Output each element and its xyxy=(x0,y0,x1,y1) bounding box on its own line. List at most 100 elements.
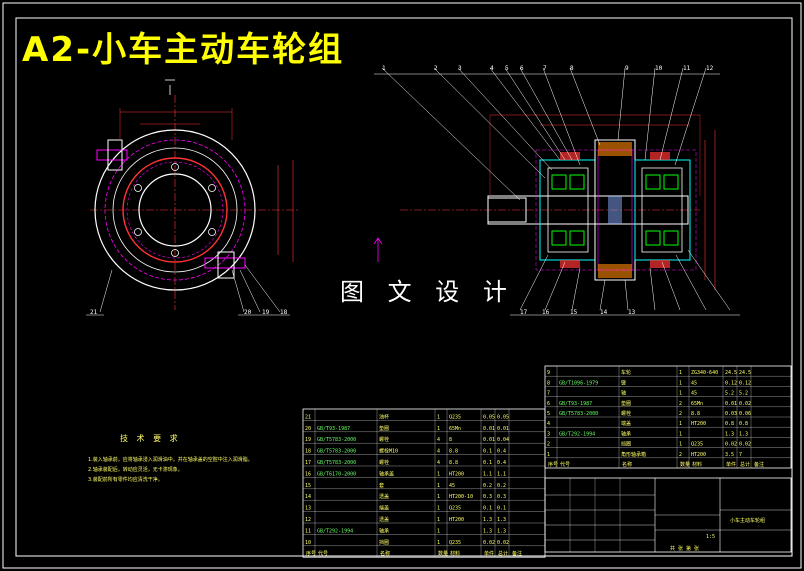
table-cell: 1 xyxy=(437,517,440,523)
table-cell: 1.3 xyxy=(483,517,492,523)
table-cell: 2 xyxy=(679,411,682,417)
table-cell: 轴承盖 xyxy=(379,470,394,477)
table-cell: 0.03 xyxy=(725,411,737,417)
table-header: 数量 xyxy=(438,550,448,557)
table-cell: 5.2 xyxy=(739,391,748,397)
balloon-label: 6 xyxy=(520,65,524,72)
table-cell: 0.2 xyxy=(483,483,492,489)
table-cell: 1 xyxy=(679,431,682,437)
table-header: 序号 xyxy=(548,461,558,468)
table-cell: 6 xyxy=(547,401,550,407)
table-cell: 0.05 xyxy=(483,414,495,420)
table-cell: 螺栓 xyxy=(379,436,389,443)
table-cell: 车轮 xyxy=(621,369,631,376)
table-header: 名称 xyxy=(380,550,390,557)
table-cell: 9 xyxy=(547,370,550,376)
notes-heading: 技 术 要 求 xyxy=(120,434,181,443)
table-cell: 1 xyxy=(437,414,440,420)
table-cell: 1 xyxy=(547,452,550,458)
balloon-label: 11 xyxy=(683,65,691,72)
table-cell: 13 xyxy=(305,506,311,512)
table-cell: GB/T292-1994 xyxy=(559,431,595,437)
balloon-label: 13 xyxy=(628,309,636,316)
table-cell: 1 xyxy=(679,391,682,397)
table-cell: GB/T93-1987 xyxy=(317,426,350,432)
table-cell: 10 xyxy=(305,540,311,546)
table-cell: ZG340-640 xyxy=(691,370,718,376)
table-cell: 1.1 xyxy=(483,471,492,477)
table-cell: 17 xyxy=(305,460,311,466)
table-cell: 4 xyxy=(437,437,440,443)
note-line: 2.轴承装配后，转动应灵活，无卡滞现象。 xyxy=(88,467,183,473)
table-cell: 8 xyxy=(547,380,550,386)
table-cell: 轴承 xyxy=(621,430,631,437)
sheet-count: 共 张 第 张 xyxy=(670,545,699,552)
table-cell: 1 xyxy=(679,370,682,376)
table-cell: 24.5 xyxy=(725,370,737,376)
table-cell: 0.3 xyxy=(497,494,506,500)
table-cell: GB/T6170-2000 xyxy=(317,471,356,477)
table-cell: 8.8 xyxy=(449,460,458,466)
table-cell: 0.01 xyxy=(725,401,737,407)
table-cell: HT200 xyxy=(691,452,706,458)
table-cell: 8.8 xyxy=(449,449,458,455)
table-header: 备注 xyxy=(512,550,522,557)
table-cell: 0.01 xyxy=(483,426,495,432)
table-cell: 0.02 xyxy=(739,442,751,448)
table-cell: 0.01 xyxy=(497,426,509,432)
table-cell: 1 xyxy=(437,540,440,546)
table-cell: 1.3 xyxy=(497,528,506,534)
balloon-label: 9 xyxy=(625,65,629,72)
table-cell: 1 xyxy=(437,528,440,534)
table-header: 单件 xyxy=(484,550,494,557)
table-header: 代号 xyxy=(560,461,570,468)
table-cell: 19 xyxy=(305,437,311,443)
table-cell: 1 xyxy=(437,483,440,489)
table-cell: HT200 xyxy=(449,517,464,523)
inner-frame xyxy=(15,17,793,557)
table-cell: 垫圈 xyxy=(379,425,389,432)
table-cell: 挡圈 xyxy=(621,441,631,448)
table-cell: 4 xyxy=(437,460,440,466)
table-cell: Q235 xyxy=(449,414,461,420)
balloon-label: 15 xyxy=(570,309,578,316)
table-header: 序号 xyxy=(306,550,316,557)
table-cell: 7 xyxy=(547,391,550,397)
table-cell: 8.8 xyxy=(691,411,700,417)
table-cell: GB/T5783-2000 xyxy=(317,449,356,455)
table-cell: 0.2 xyxy=(497,483,506,489)
table-cell: 0.02 xyxy=(739,401,751,407)
watermark: 图 文 设 计 xyxy=(340,278,515,306)
drawing-name: 小车主动车轮组 xyxy=(730,517,765,524)
table-cell: 1 xyxy=(437,494,440,500)
title-block: 小车主动车轮组 1:5 共 张 第 张 xyxy=(544,477,792,553)
balloon-label: 17 xyxy=(520,309,528,316)
table-cell: 0.02 xyxy=(483,540,495,546)
table-cell: 20 xyxy=(305,426,311,432)
table-cell: 1 xyxy=(679,442,682,448)
table-cell: 0.01 xyxy=(483,437,495,443)
table-header: 数量 xyxy=(680,461,690,468)
table-cell: 0.02 xyxy=(725,442,737,448)
table-cell: 键 xyxy=(621,379,626,386)
table-header: 总计 xyxy=(740,461,750,468)
balloon-label: 18 xyxy=(280,309,288,316)
table-cell: 12 xyxy=(305,517,311,523)
balloon-label: 8 xyxy=(570,65,574,72)
balloon-label: 19 xyxy=(262,309,270,316)
table-cell: 3 xyxy=(547,431,550,437)
balloon-label: 2 xyxy=(434,65,438,72)
table-cell: 1.3 xyxy=(725,431,734,437)
table-cell: 8 xyxy=(449,437,452,443)
balloon-label: 4 xyxy=(490,65,494,72)
balloon-label: 3 xyxy=(458,65,462,72)
table-cell: Q235 xyxy=(449,540,461,546)
table-cell: 2 xyxy=(679,452,682,458)
table-cell: 1 xyxy=(679,421,682,427)
table-cell: HT200-10 xyxy=(449,494,473,500)
table-cell: 0.12 xyxy=(725,380,737,386)
